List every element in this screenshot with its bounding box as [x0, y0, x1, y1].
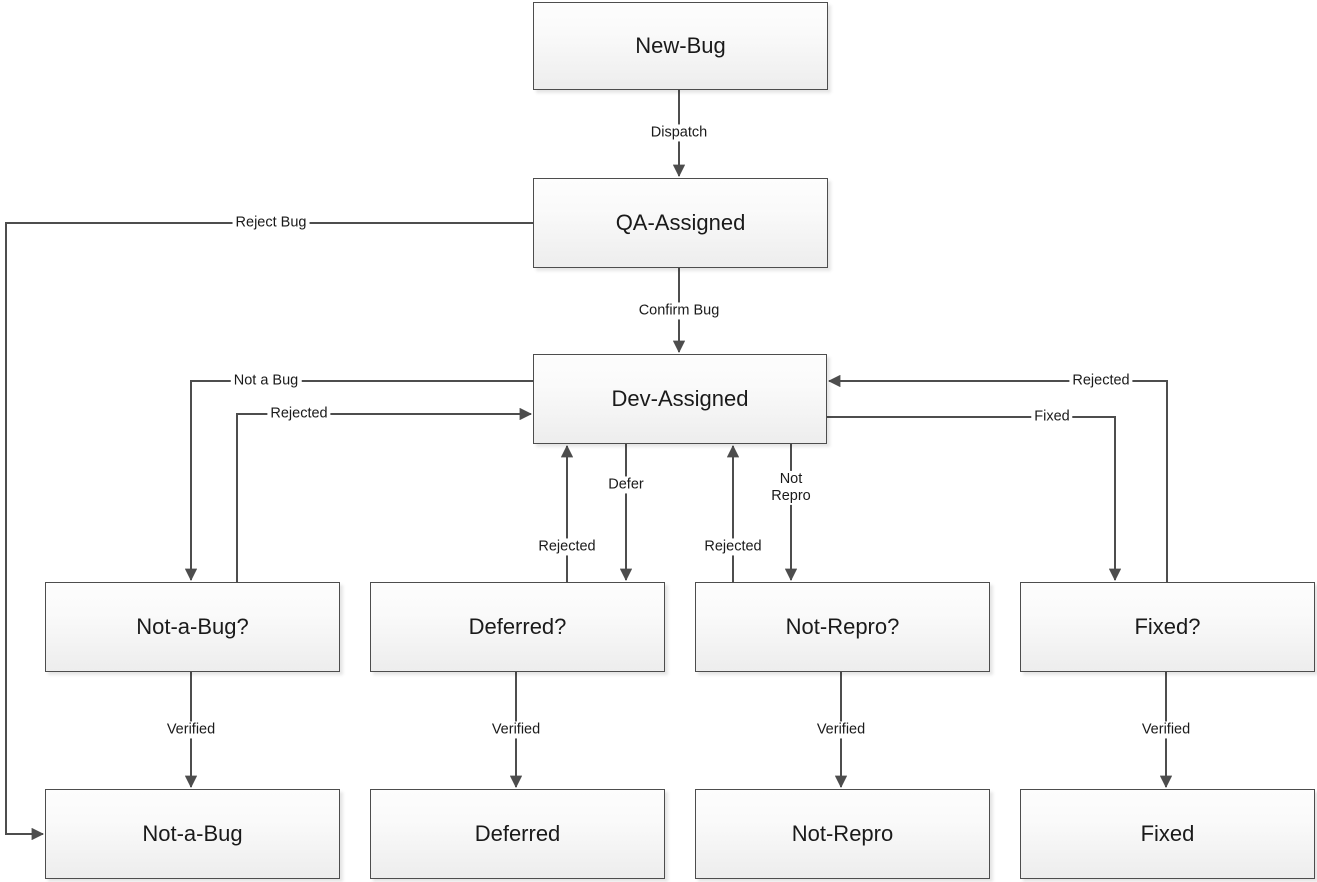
edge-fixed — [827, 416, 1122, 581]
node-label-not-repro-question: Not-Repro? — [785, 613, 900, 639]
edge-rejected-fixed — [828, 374, 1168, 582]
edge-label-fixed: Fixed — [1031, 408, 1073, 426]
edge-reject-bug — [5, 222, 533, 841]
node-fixed[interactable]: Fixed — [1020, 789, 1315, 879]
edge-label-rejected-deferred: Rejected — [535, 538, 599, 556]
edge-label-confirm-bug: Confirm Bug — [635, 302, 723, 320]
node-deferred[interactable]: Deferred — [370, 789, 665, 879]
edge-label-verified-not-a-bug: Verified — [163, 721, 219, 739]
node-qa-assigned[interactable]: QA-Assigned — [533, 178, 828, 268]
node-label-fixed: Fixed — [1140, 820, 1195, 846]
node-dev-assigned[interactable]: Dev-Assigned — [533, 354, 827, 444]
node-new-bug[interactable]: New-Bug — [533, 2, 828, 90]
edge-not-a-bug — [184, 380, 533, 581]
edge-label-verified-not-repro: Verified — [813, 721, 869, 739]
edge-label-dispatch: Dispatch — [647, 124, 711, 142]
node-fixed-question[interactable]: Fixed? — [1020, 582, 1315, 672]
node-label-deferred: Deferred — [474, 820, 561, 846]
edge-label-defer: Defer — [605, 476, 647, 494]
edge-label-not-a-bug: Not a Bug — [230, 372, 302, 390]
edge-rejected-not-a-bug — [236, 407, 532, 582]
node-deferred-question[interactable]: Deferred? — [370, 582, 665, 672]
edge-label-verified-fixed: Verified — [1138, 721, 1194, 739]
edge-label-rejected-not-a-bug: Rejected — [267, 405, 331, 423]
node-label-not-a-bug-question: Not-a-Bug? — [136, 613, 249, 639]
node-label-not-a-bug: Not-a-Bug — [142, 820, 243, 846]
node-label-qa-assigned: QA-Assigned — [615, 209, 746, 235]
node-label-dev-assigned: Dev-Assigned — [611, 385, 749, 411]
node-label-deferred-question: Deferred? — [468, 613, 567, 639]
edge-label-reject-bug: Reject Bug — [232, 214, 310, 232]
node-label-new-bug: New-Bug — [635, 32, 726, 58]
edge-label-rejected-fixed: Rejected — [1069, 372, 1133, 390]
node-label-not-repro: Not-Repro — [791, 820, 894, 846]
node-not-repro[interactable]: Not-Repro — [695, 789, 990, 879]
edge-label-rejected-not-repro: Rejected — [701, 538, 765, 556]
edge-label-not-repro: Not Repro — [768, 470, 814, 506]
node-not-a-bug-question[interactable]: Not-a-Bug? — [45, 582, 340, 672]
node-not-repro-question[interactable]: Not-Repro? — [695, 582, 990, 672]
node-not-a-bug[interactable]: Not-a-Bug — [45, 789, 340, 879]
edge-label-verified-deferred: Verified — [488, 721, 544, 739]
node-label-fixed-question: Fixed? — [1134, 613, 1201, 639]
